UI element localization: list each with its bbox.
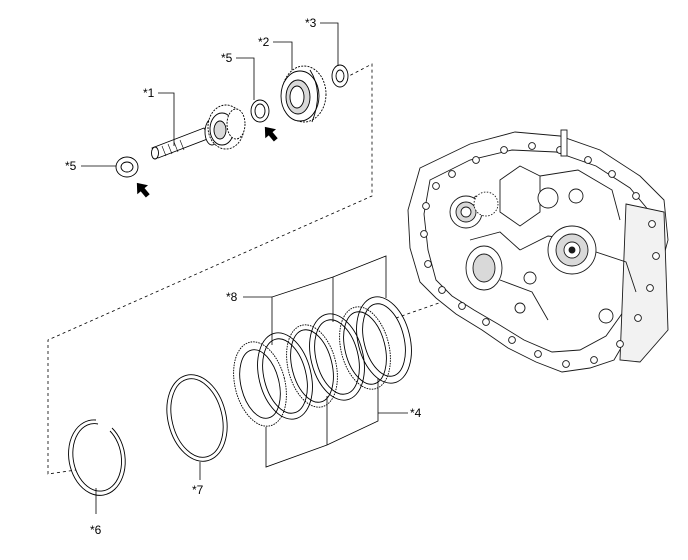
label-part-5-left: *5 <box>65 159 77 173</box>
arrow-icon <box>264 126 278 142</box>
label-part-5-top: *5 <box>221 51 233 65</box>
part-5-bearing-top <box>250 99 270 123</box>
clutch-plate-pack <box>233 296 412 427</box>
arrow-icon <box>136 182 150 198</box>
label-part-4: *4 <box>410 406 422 420</box>
label-part-3: *3 <box>305 16 317 30</box>
label-part-8: *8 <box>226 290 238 304</box>
label-part-1: *1 <box>143 86 155 100</box>
label-part-7: *7 <box>192 483 204 497</box>
part-6-snap-ring <box>68 419 126 496</box>
part-3-washer <box>331 64 349 88</box>
part-5-bearing-left <box>115 156 139 178</box>
direction-arrows <box>136 126 278 198</box>
dashed-reference-lines <box>47 63 477 475</box>
label-part-2: *2 <box>258 35 270 49</box>
transaxle-case <box>407 129 669 373</box>
callout-labels: *1 *2 *3 *5 *5 *8 *4 *7 *6 <box>65 16 422 537</box>
part-2-ring-gear <box>280 65 327 123</box>
label-part-6: *6 <box>90 523 102 537</box>
part-7-flange-plate <box>166 374 228 462</box>
part-1-shaft-gear <box>151 104 246 160</box>
leader-lines <box>81 22 408 514</box>
